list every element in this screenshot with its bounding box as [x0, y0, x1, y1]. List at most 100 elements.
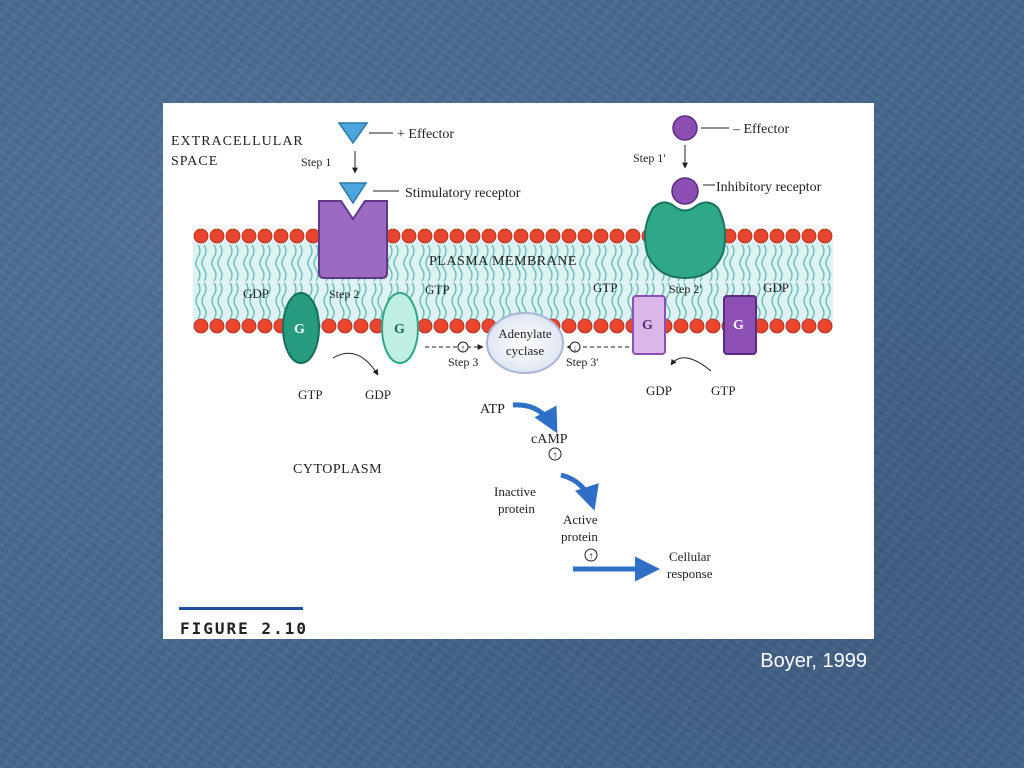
- lipid-tail: [345, 282, 351, 320]
- lipid-tail: [579, 244, 585, 282]
- lipid-tail: [323, 282, 329, 320]
- lipid-tail: [825, 282, 831, 320]
- camp-label: cAMP: [531, 432, 568, 447]
- lipid-tail: [729, 244, 735, 282]
- lipid-tail: [819, 244, 825, 282]
- lipid-tail: [243, 282, 249, 320]
- lipid-head: [801, 228, 817, 244]
- lipid-tail: [585, 244, 591, 282]
- step3p-down-icon: [569, 341, 581, 353]
- lipid-tail: [489, 282, 495, 320]
- active-up-icon: [584, 548, 598, 562]
- g-protein-gdp-left-icon: [282, 292, 320, 364]
- lipid-tail: [569, 282, 575, 320]
- lipid-tail: [265, 282, 271, 320]
- exchange-arrow-left: [332, 352, 379, 376]
- lipid-tail: [297, 244, 303, 282]
- extracellular-label: EXTRACELLULAR: [171, 134, 304, 149]
- lipid-tail: [627, 244, 633, 282]
- active-protein-line2: protein: [561, 529, 598, 544]
- step1p-label: Step 1': [633, 151, 666, 165]
- lipid-head: [417, 318, 433, 334]
- lipid-tail: [355, 282, 361, 320]
- lipid-tail: [585, 282, 591, 320]
- lipid-tail: [505, 244, 511, 282]
- lipid-head: [209, 228, 225, 244]
- lipid-head: [401, 228, 417, 244]
- lipid-tail: [755, 244, 761, 282]
- lipid-tail: [723, 244, 729, 282]
- lipid-tail: [291, 244, 297, 282]
- lipid-head: [609, 228, 625, 244]
- lipid-head: [817, 318, 833, 334]
- lipid-tail: [633, 244, 639, 282]
- lipid-tail: [771, 244, 777, 282]
- lipid-head: [529, 228, 545, 244]
- lipid-tail: [505, 282, 511, 320]
- lipid-tail: [777, 244, 783, 282]
- gdp-bottom-right-label: GDP: [646, 383, 672, 398]
- lipid-head: [785, 228, 801, 244]
- figure-panel: EXTRACELLULAR SPACE + Effector Step 1 St…: [163, 103, 874, 639]
- atp-to-camp-arrow: [512, 402, 558, 434]
- lipid-tail: [713, 282, 719, 320]
- gtp-bottom-right-label: GTP: [711, 383, 736, 398]
- lipid-tail: [419, 244, 425, 282]
- lipid-tail: [793, 244, 799, 282]
- lipid-tail: [825, 244, 831, 282]
- active-protein-line1: Active: [563, 512, 598, 527]
- lipid-head: [545, 228, 561, 244]
- lipid-tail: [707, 282, 713, 320]
- lipid-tail: [259, 244, 265, 282]
- lipid-head: [753, 228, 769, 244]
- lipid-tail: [243, 244, 249, 282]
- lipid-head: [449, 228, 465, 244]
- lipid-tail: [483, 244, 489, 282]
- lipid-tail: [473, 282, 479, 320]
- inhibitory-receptor-label: Inhibitory receptor: [716, 180, 822, 195]
- signal-transduction-diagram: EXTRACELLULAR SPACE + Effector Step 1 St…: [171, 115, 833, 638]
- inactive-protein-line1: Inactive: [494, 484, 536, 499]
- lipid-tail: [739, 244, 745, 282]
- lipid-tail: [233, 244, 239, 282]
- lipid-tail: [441, 282, 447, 320]
- lipid-tail: [771, 282, 777, 320]
- lipid-tail: [201, 282, 207, 320]
- lipid-head: [241, 228, 257, 244]
- active-up-glyph: ↑: [589, 551, 594, 562]
- lipid-head: [433, 228, 449, 244]
- lipid-tail: [227, 244, 233, 282]
- step3-up-icon: [457, 341, 469, 353]
- step3p-down-glyph: ↓: [573, 343, 578, 353]
- lipid-tail: [377, 282, 383, 320]
- lipid-tail: [259, 282, 265, 320]
- gtp-bottom-left-label: GTP: [298, 387, 323, 402]
- lipid-tail: [361, 282, 367, 320]
- lipid-tail: [547, 244, 553, 282]
- lipid-head: [465, 228, 481, 244]
- lipid-tail: [601, 244, 607, 282]
- lipid-head: [225, 228, 241, 244]
- lipid-tail: [425, 282, 431, 320]
- step2-label: Step 2: [329, 287, 359, 301]
- lipid-head: [449, 318, 465, 334]
- lipid-head: [225, 318, 241, 334]
- stim-effector-label: + Effector: [397, 127, 454, 142]
- step2p-label: Step 2': [669, 282, 702, 296]
- g-protein-gtp-right-icon: [632, 295, 666, 355]
- inactive-to-active-arrow: [560, 472, 599, 511]
- lipid-head: [737, 228, 753, 244]
- lipid-head: [625, 228, 641, 244]
- cellular-response-line1: Cellular: [669, 549, 712, 564]
- lipid-head: [209, 318, 225, 334]
- lipid-head: [801, 318, 817, 334]
- lipid-tail: [371, 282, 377, 320]
- lipid-head: [817, 228, 833, 244]
- lipid-tail: [675, 282, 681, 320]
- exchange-arrow-right: [670, 357, 712, 372]
- figure-label-rule: [179, 607, 303, 610]
- lipid-tail: [601, 282, 607, 320]
- lipid-tail: [451, 282, 457, 320]
- g-center-right-label: G: [642, 318, 653, 333]
- cyclase-label: cyclase: [506, 343, 544, 358]
